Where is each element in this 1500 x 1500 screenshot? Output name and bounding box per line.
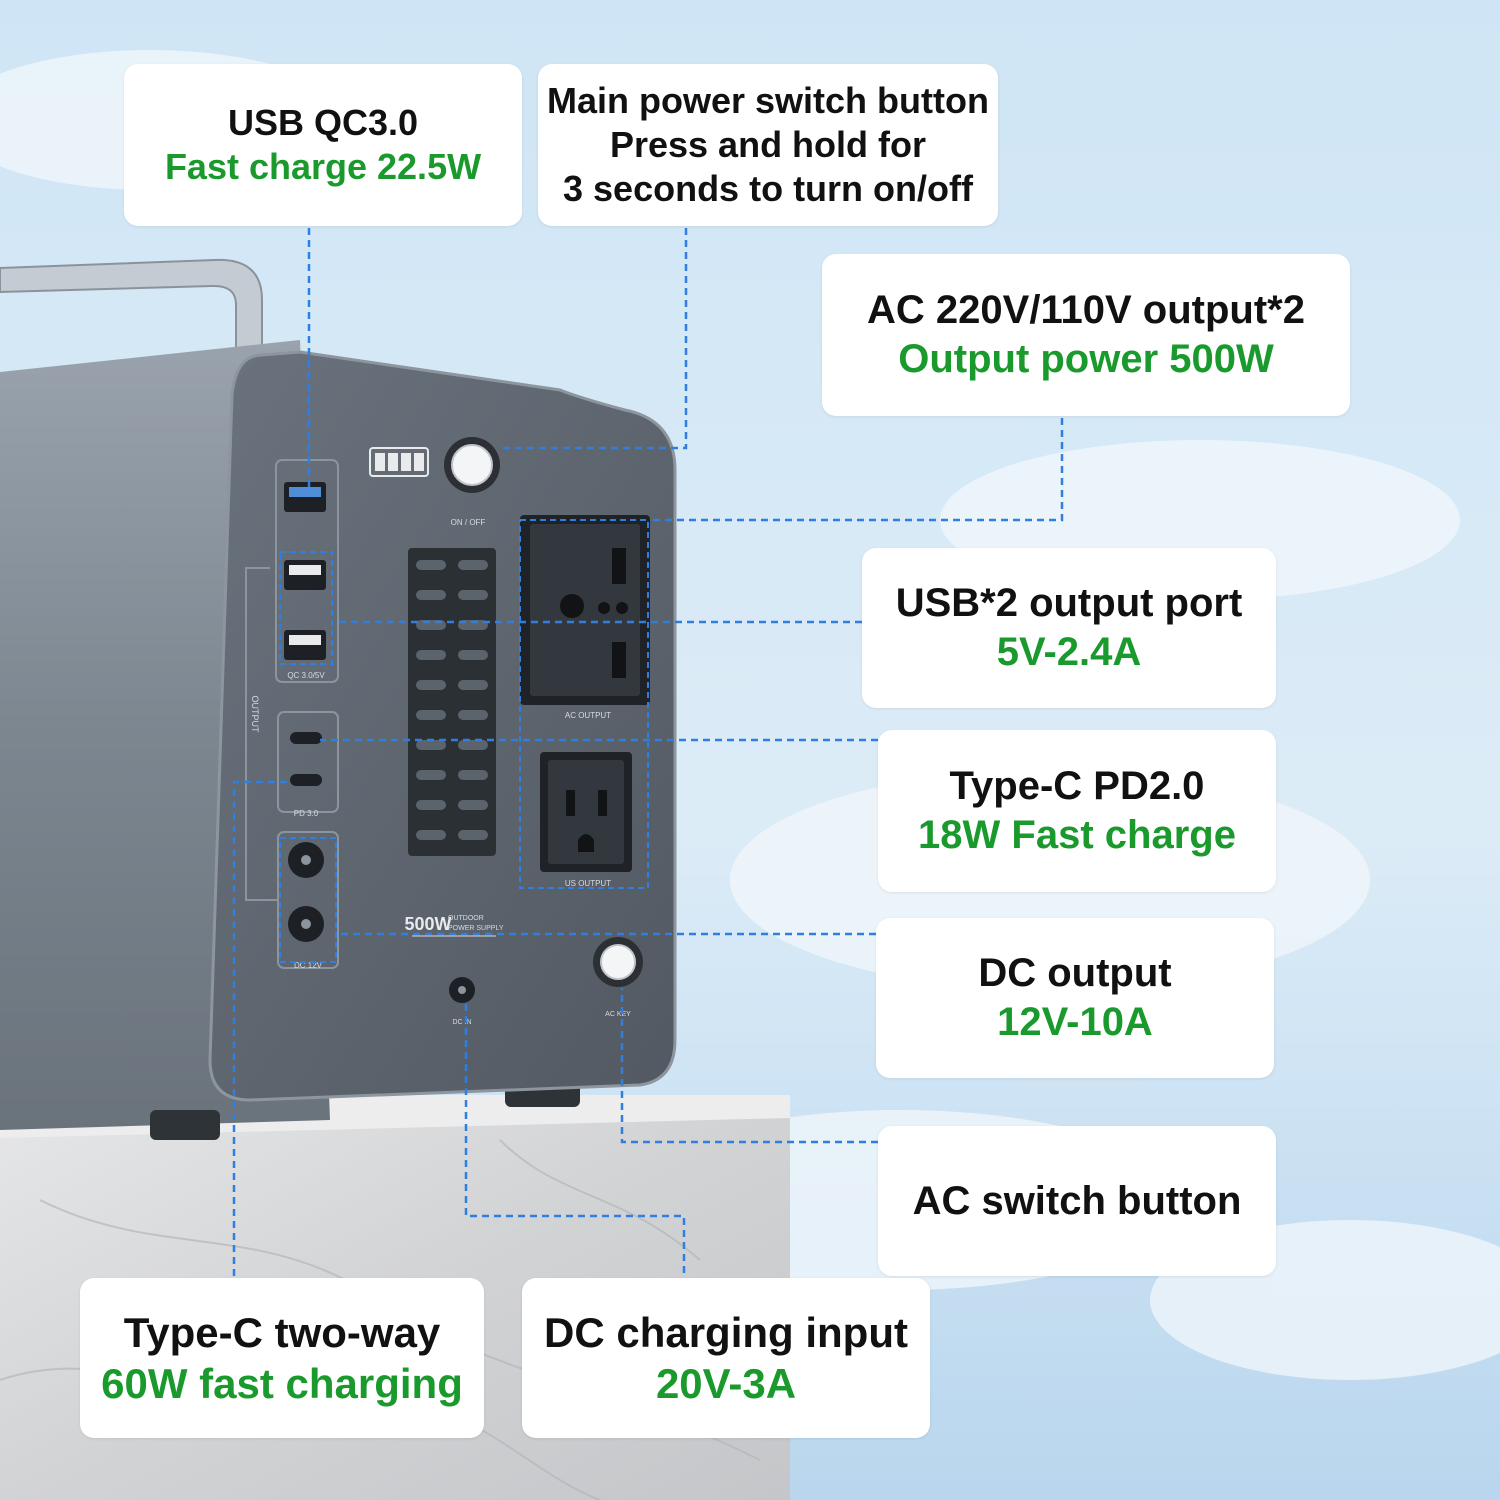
battery-indicator xyxy=(369,447,429,477)
usb-output-title: USB*2 output port xyxy=(895,581,1243,626)
ac-output-spec: Output power 500W xyxy=(898,337,1274,381)
dc-input-port[interactable] xyxy=(449,977,475,1003)
ac-us-socket[interactable] xyxy=(540,752,632,872)
dc-input-title: DC charging input xyxy=(544,1308,908,1356)
callout-ac-output: AC 220V/110V output*2 Output power 500W xyxy=(822,254,1350,416)
usb-port-group xyxy=(275,459,339,683)
callout-main-power: Main power switch button Press and hold … xyxy=(538,64,998,226)
typec-twoway-spec: 60W fast charging xyxy=(101,1360,463,1407)
typec-pd-spec: 18W Fast charge xyxy=(918,813,1236,857)
dc-in-label: DC IN xyxy=(452,1019,471,1026)
pd-label: PD 3.0 xyxy=(294,809,319,818)
callout-typec-twoway: Type-C two-way 60W fast charging xyxy=(80,1278,484,1438)
vent-grille xyxy=(408,548,496,856)
ac-output-title: AC 220V/110V output*2 xyxy=(867,288,1305,333)
port-highlights xyxy=(279,519,649,963)
main-power-line-2: Press and hold for xyxy=(609,124,927,166)
dc12-label: DC 12V xyxy=(294,961,323,970)
typec-pd-port[interactable] xyxy=(290,732,322,744)
on-off-label: ON / OFF xyxy=(451,518,486,527)
ac-key-label: AC KEY xyxy=(605,1011,631,1018)
callout-dc-output: DC output 12V-10A xyxy=(876,918,1274,1078)
usb-qc-spec: Fast charge 22.5W xyxy=(164,146,482,187)
callout-typec-pd: Type-C PD2.0 18W Fast charge xyxy=(878,730,1276,892)
typec-port-group xyxy=(277,711,339,813)
callout-dc-input: DC charging input 20V-3A xyxy=(522,1278,930,1438)
callout-ac-switch: AC switch button xyxy=(878,1126,1276,1276)
qc-label: QC 3.0/5V xyxy=(287,671,325,680)
output-label: OUTPUT xyxy=(250,696,260,734)
ac-universal-socket[interactable] xyxy=(520,515,650,705)
us-output-label: US OUTPUT xyxy=(565,879,611,888)
brand-line-1: OUTDOOR xyxy=(448,915,484,922)
dc-output-spec: 12V-10A xyxy=(997,1000,1153,1044)
main-power-button[interactable] xyxy=(444,437,500,493)
callout-usb-output: USB*2 output port 5V-2.4A xyxy=(862,548,1276,708)
main-power-line-1: Main power switch button xyxy=(547,80,989,122)
usb-qc-title: USB QC3.0 xyxy=(227,102,419,144)
ac-output-label: AC OUTPUT xyxy=(565,711,611,720)
typec-pd-title: Type-C PD2.0 xyxy=(949,764,1205,809)
ac-switch-button[interactable] xyxy=(593,937,643,987)
callout-usb-qc: USB QC3.0 Fast charge 22.5W xyxy=(124,64,522,226)
usb-output-spec: 5V-2.4A xyxy=(996,630,1142,674)
leader-lines xyxy=(232,228,1064,1278)
dc-port-group xyxy=(277,831,339,969)
typec-twoway-port[interactable] xyxy=(290,774,322,786)
typec-twoway-title: Type-C two-way xyxy=(123,1308,441,1356)
brand-line-2: POWER SUPPLY xyxy=(448,925,504,932)
main-power-line-3: 3 seconds to turn on/off xyxy=(563,167,973,209)
dc-output-title: DC output xyxy=(978,951,1172,996)
capacity-label: 500W xyxy=(404,914,451,934)
output-bracket xyxy=(245,567,278,901)
ac-switch-title: AC switch button xyxy=(912,1178,1242,1223)
device-foot-left xyxy=(150,1110,220,1140)
dc-input-spec: 20V-3A xyxy=(655,1360,797,1407)
